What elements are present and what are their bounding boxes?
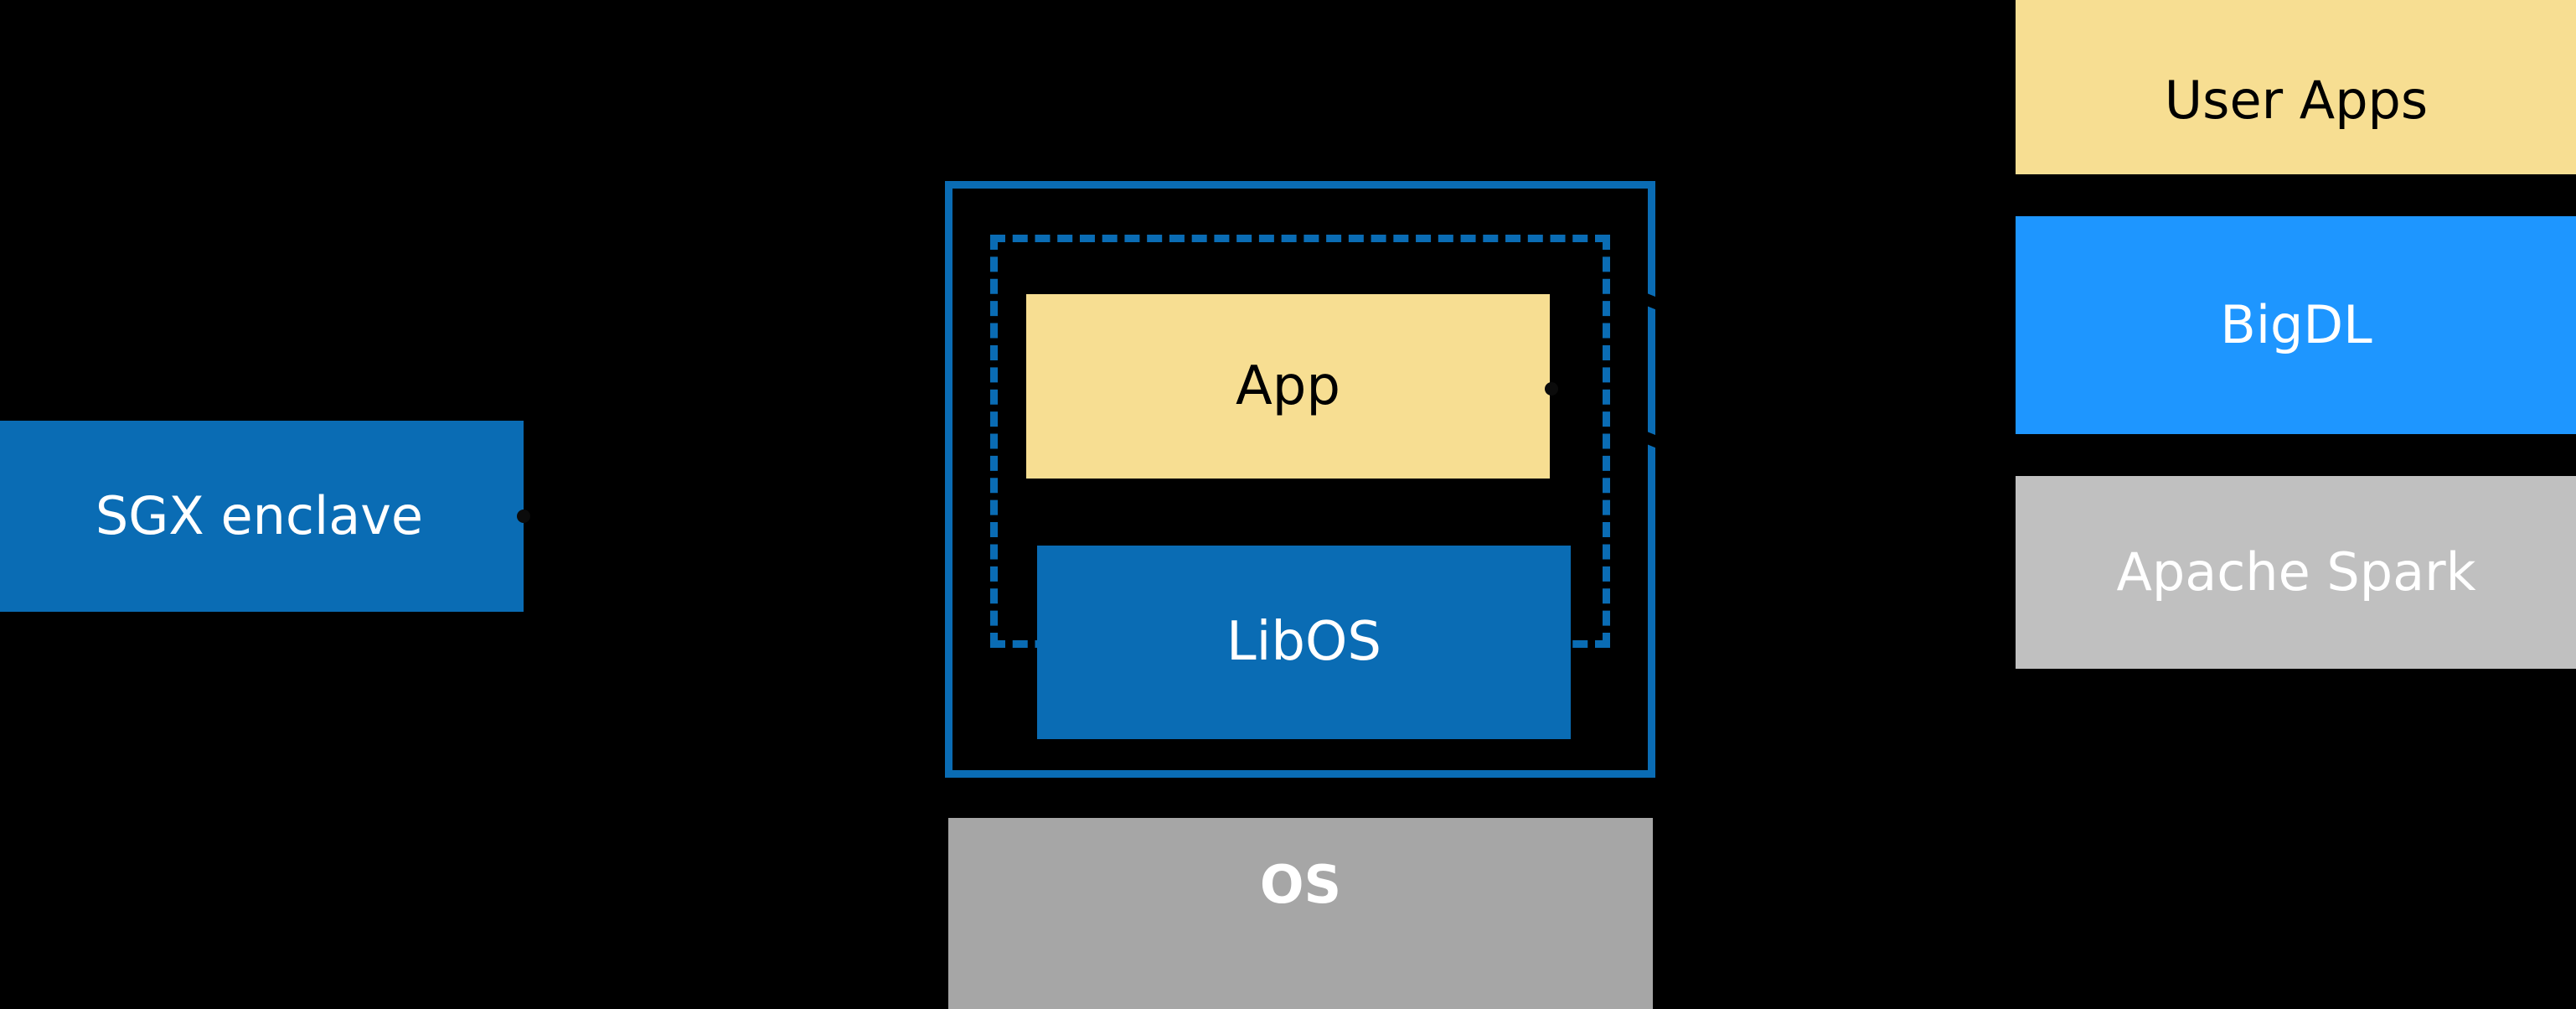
libos-box[interactable]: LibOS: [1037, 546, 1571, 739]
user-apps-label: User Apps: [2164, 69, 2429, 131]
libos-label: LibOS: [1226, 611, 1382, 674]
apache-spark-box[interactable]: Apache Spark: [2016, 476, 2576, 669]
os-box[interactable]: OS: [948, 818, 1653, 1009]
sgx-enclave-connector-arrowhead-icon: [517, 510, 530, 523]
sgx-enclave-box[interactable]: SGX enclave: [0, 421, 524, 612]
app-box[interactable]: App: [1026, 294, 1550, 479]
enclave-outer-boundary: [945, 181, 1655, 778]
bigdl-box[interactable]: BigDL: [2016, 216, 2576, 434]
apache-spark-label: Apache Spark: [2116, 541, 2476, 603]
bigdl-label: BigDL: [2220, 293, 2372, 355]
app-connector-arrowhead-icon: [1545, 382, 1558, 396]
os-label: OS: [1259, 854, 1342, 915]
app-label: App: [1235, 354, 1341, 417]
user-apps-box[interactable]: User Apps: [2016, 0, 2576, 174]
sgx-enclave-label: SGX enclave: [95, 484, 424, 546]
